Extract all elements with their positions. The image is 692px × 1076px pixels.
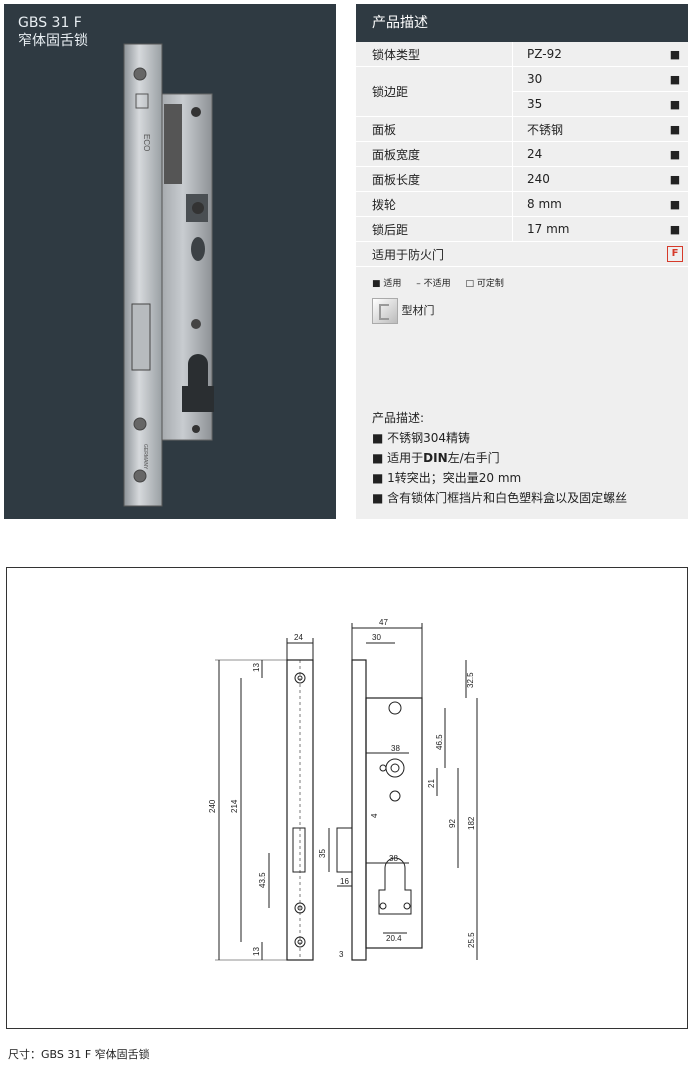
description-item: ■ 不锈钢304精铸 <box>372 431 471 445</box>
svg-text:GERMANY: GERMANY <box>142 444 148 470</box>
spec-label: 锁后距 <box>356 216 513 242</box>
material-label: 型材门 <box>401 304 435 317</box>
faceplate <box>123 43 163 507</box>
svg-text:13: 13 <box>252 947 261 956</box>
spec-value: 8 mm <box>512 191 662 217</box>
svg-text:16: 16 <box>340 877 349 886</box>
spec-mark: ■ <box>662 191 688 217</box>
svg-text:ECO: ECO <box>142 134 151 151</box>
legend-applicable: ■ 适用 <box>372 279 402 289</box>
table-row: 锁体类型 PZ-92 ■ <box>356 42 688 67</box>
svg-text:4: 4 <box>370 813 379 818</box>
spec-mark: ■ <box>662 141 688 167</box>
svg-text:46.5: 46.5 <box>435 734 444 750</box>
legend-customizable: □ 可定制 <box>465 279 504 289</box>
table-row: 锁边距 30 ■ <box>356 66 688 117</box>
spec-label: 锁边距 <box>356 66 513 117</box>
table-row: 锁后距 17 mm ■ <box>356 216 688 242</box>
fire-icon: F <box>667 246 683 262</box>
table-row: 面板 不锈钢 ■ <box>356 116 688 142</box>
description-item: ■ 适用于DIN左/右手门 <box>372 451 500 465</box>
spec-value: PZ-92 <box>512 42 662 67</box>
spec-value: 17 mm <box>512 216 662 242</box>
svg-text:13: 13 <box>252 663 261 672</box>
profile-door-icon <box>372 298 398 324</box>
spec-mark: ■ <box>662 166 688 192</box>
svg-text:32.5: 32.5 <box>466 672 475 688</box>
spec-label: 面板长度 <box>356 166 513 192</box>
fire-door-mark: F <box>662 241 688 267</box>
description-item: ■ 含有锁体门框挡片和白色塑料盒以及固定螺丝 <box>372 491 628 505</box>
spec-value: 240 <box>512 166 662 192</box>
product-title: GBS 31 F 窄体固舌锁 <box>18 14 88 50</box>
spec-label: 面板 <box>356 116 513 142</box>
description: 产品描述: ■ 不锈钢304精铸 ■ 适用于DIN左/右手门 ■ 1转突出；突出… <box>372 408 627 508</box>
spec-label: 拨轮 <box>356 191 513 217</box>
spec-value: 35 <box>512 91 662 117</box>
svg-text:30: 30 <box>372 633 381 642</box>
svg-text:24: 24 <box>294 633 303 642</box>
svg-text:43.5: 43.5 <box>258 872 267 888</box>
spec-mark: ■ <box>662 91 688 117</box>
spec-value: 24 <box>512 141 662 167</box>
lock-illustration: ECO GERMANY <box>123 43 214 507</box>
spec-mark: ■ <box>662 216 688 242</box>
product-model: GBS 31 F <box>18 15 82 31</box>
svg-text:92: 92 <box>448 819 457 828</box>
table-row: 面板宽度 24 ■ <box>356 141 688 167</box>
table-row: 面板长度 240 ■ <box>356 166 688 192</box>
table-row: 拨轮 8 mm ■ <box>356 191 688 217</box>
spec-value: 30 <box>512 66 662 92</box>
svg-text:3: 3 <box>339 950 344 959</box>
spec-header: 产品描述 <box>356 4 688 42</box>
svg-text:182: 182 <box>467 816 476 830</box>
spec-mark: ■ <box>662 66 688 92</box>
svg-text:38: 38 <box>391 744 400 753</box>
spec-label: 面板宽度 <box>356 141 513 167</box>
legend-not-applicable: – 不适用 <box>416 279 451 289</box>
svg-text:21: 21 <box>427 779 436 788</box>
table-row: 35 ■ <box>356 91 688 117</box>
spec-panel: 产品描述 锁体类型 PZ-92 ■ 锁边距 30 ■ 35 ■ 面板 不锈钢 ■… <box>356 4 688 519</box>
product-name: 窄体固舌锁 <box>18 33 88 49</box>
table-row: 适用于防火门 F <box>356 241 688 267</box>
description-item: ■ 1转突出；突出量20 mm <box>372 471 522 485</box>
svg-text:35: 35 <box>318 849 327 858</box>
spec-mark: ■ <box>662 42 688 67</box>
spec-value: 不锈钢 <box>512 116 662 142</box>
spec-mark: ■ <box>662 116 688 142</box>
figure-caption: 尺寸：GBS 31 F 窄体固舌锁 <box>8 1048 150 1061</box>
svg-text:214: 214 <box>230 799 239 813</box>
svg-text:47: 47 <box>379 618 388 627</box>
product-photo-panel: GBS 31 F 窄体固舌锁 ECO GERMANY <box>4 4 336 519</box>
description-title: 产品描述: <box>372 411 425 425</box>
latch-slot <box>131 303 151 371</box>
technical-drawing: 24 240 214 13 13 43.5 47 <box>6 567 688 1029</box>
svg-text:25.5: 25.5 <box>467 932 476 948</box>
svg-text:20.4: 20.4 <box>386 934 402 943</box>
spec-label: 适用于防火门 <box>356 241 662 267</box>
legend: ■ 适用 – 不适用 □ 可定制 <box>372 276 516 289</box>
dimension-drawing: 24 240 214 13 13 43.5 47 <box>208 618 478 961</box>
svg-text:240: 240 <box>208 799 217 813</box>
spec-table: 锁体类型 PZ-92 ■ 锁边距 30 ■ 35 ■ 面板 不锈钢 ■ 面板宽度… <box>356 42 688 267</box>
material: 型材门 <box>372 298 435 324</box>
svg-text:38: 38 <box>389 854 398 863</box>
spec-label: 锁体类型 <box>356 42 513 67</box>
